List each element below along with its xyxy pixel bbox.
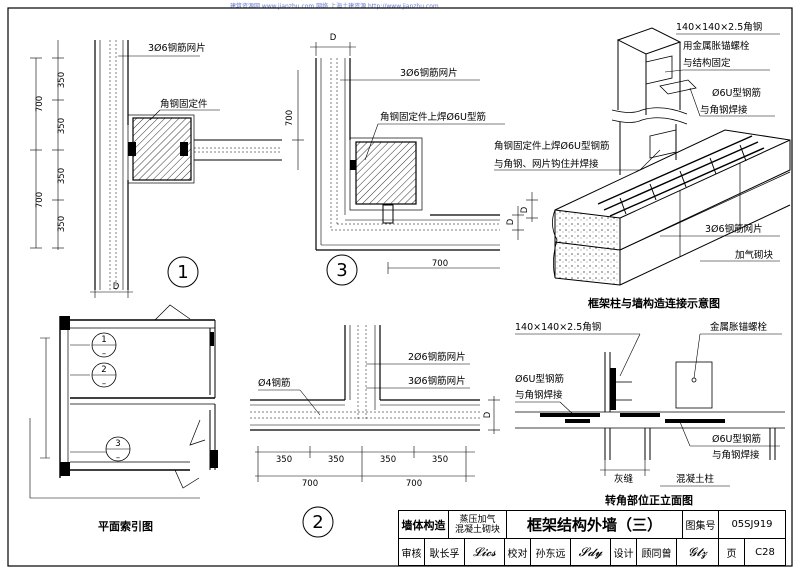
- iso-weld-label-2: 与角钢、网片钩住并焊接: [494, 158, 599, 170]
- d3-dim-700-v: 700: [285, 110, 295, 126]
- svg-text:–: –: [102, 379, 106, 389]
- plan-index: 1 – 2 – 3 – 平面索引图: [29, 304, 218, 533]
- iso-bolt-label-1: 用金属胀锚螺栓: [683, 40, 750, 52]
- d3-mesh-label: 3Ø6钢筋网片: [400, 67, 458, 79]
- iso-u-label-2: 与角钢焊接: [700, 104, 748, 116]
- d1-angle-fixer-label: 角钢固定件: [160, 98, 208, 110]
- d2-dim-350-a: 350: [276, 455, 292, 465]
- corner-bolt-label: 金属胀锚螺栓: [710, 321, 768, 333]
- d2-dim-350-b: 350: [328, 455, 344, 465]
- plan-ref-1: 1: [101, 335, 106, 345]
- d2-dim-700-a: 700: [302, 479, 318, 489]
- d1-dim-350-d: 350: [57, 216, 67, 232]
- tb-category: 墙体构造: [399, 511, 449, 539]
- watermark-text: 建筑资源网 www.jianzhu.com 网络 上海土建资源 http://w…: [230, 3, 439, 10]
- tb-material-1: 蒸压加气: [459, 514, 496, 525]
- svg-text:–: –: [102, 349, 106, 359]
- iso-weld-label-1: 角钢固定件上焊Ø6U型钢筋: [494, 140, 609, 152]
- iso-mesh-label: 3Ø6钢筋网片: [705, 223, 763, 235]
- detail-1: 350 350 350 350 700 700 D 3Ø6钢筋网片 角钢固定件 …: [30, 40, 282, 298]
- tb-atlas-label: 图集号: [683, 511, 719, 539]
- detail-1-number: 1: [177, 262, 188, 283]
- d1-mesh-label: 3Ø6钢筋网片: [148, 42, 206, 54]
- title-block: 墙体构造 蒸压加气 混凝土砌块 框架结构外墙（三） 图集号 05SJ919 审核…: [398, 510, 786, 566]
- plan-ref-2: 2: [101, 365, 106, 375]
- d1-dim-700-b: 700: [35, 192, 45, 208]
- tb-designer-signature: 𝓖𝓽𝔃: [677, 539, 719, 565]
- sheet-border: [7, 7, 793, 567]
- corner-col-label: 混凝土柱: [676, 473, 715, 485]
- tb-check-label: 校对: [505, 539, 531, 565]
- plan-ref-3: 3: [115, 439, 120, 449]
- iso-diagram: D 140×140×2.5角钢 用金属胀锚螺栓 与结构固定 Ø6U型钢筋 与角钢…: [494, 21, 791, 310]
- d1-dim-350-b: 350: [57, 118, 67, 134]
- d2-dim-350-d: 350: [432, 455, 448, 465]
- tb-checker-signature: 𝓢𝓭𝔂: [571, 539, 611, 565]
- corner-u2-label-a: Ø6U型钢筋: [712, 433, 761, 445]
- tb-checker: 孙东远: [531, 539, 571, 565]
- tb-material: 蒸压加气 混凝土砌块: [449, 511, 507, 539]
- tb-page-label: 页: [719, 539, 745, 565]
- plan-caption: 平面索引图: [98, 519, 153, 533]
- tb-reviewer-signature: 𝓛𝓲𝓬𝓼: [465, 539, 505, 565]
- corner-u1-label-a: Ø6U型钢筋: [515, 373, 564, 385]
- d2-mesh3-label: 3Ø6钢筋网片: [408, 375, 466, 387]
- iso-bolt-label-2: 与结构固定: [683, 57, 731, 69]
- d1-dim-d: D: [113, 282, 120, 292]
- corner-caption: 转角部位正立面图: [605, 493, 693, 507]
- tb-review-label: 审核: [399, 539, 425, 565]
- tb-design-label: 设计: [611, 539, 637, 565]
- corner-angle-label: 140×140×2.5角钢: [515, 321, 601, 333]
- svg-text:–: –: [116, 453, 120, 463]
- detail-2: 350 350 350 350 700 700 D 2Ø6钢筋网片 Ø4钢筋 3…: [250, 325, 500, 538]
- tb-designer: 顾同曾: [637, 539, 677, 565]
- d3-weld-label: 角钢固定件上焊Ø6U型筋: [380, 111, 486, 123]
- d1-dim-350-c: 350: [57, 168, 67, 184]
- corner-elevation: 140×140×2.5角钢 金属胀锚螺栓 Ø6U型钢筋 与角钢焊接 Ø6U型钢筋…: [515, 321, 785, 507]
- tb-page-no: C28: [755, 546, 775, 558]
- iso-block-label: 加气砌块: [735, 249, 774, 261]
- tb-reviewer: 耿长孚: [425, 539, 465, 565]
- d3-dim-d-right: D: [506, 218, 516, 225]
- d2-dim-350-c: 350: [380, 455, 396, 465]
- corner-u2-label-b: 与角钢焊接: [712, 449, 760, 461]
- corner-u1-label-b: 与角钢焊接: [515, 389, 563, 401]
- d2-mesh2-label: 2Ø6钢筋网片: [408, 351, 466, 363]
- iso-dim-d: D: [520, 206, 530, 213]
- d2-bar-label: Ø4钢筋: [258, 377, 291, 389]
- d2-dim-d: D: [483, 411, 493, 418]
- detail-3: D 700 700 D 3Ø6钢筋网片 角钢固定件上焊Ø6U型筋 3: [285, 33, 524, 286]
- iso-u-label-1: Ø6U型钢筋: [712, 87, 761, 99]
- tb-material-2: 混凝土砌块: [454, 524, 500, 535]
- d2-dim-700-b: 700: [406, 479, 422, 489]
- detail-3-number: 3: [336, 260, 347, 281]
- d3-dim-d-top: D: [330, 33, 337, 43]
- iso-caption: 框架柱与墙构造连接示意图: [588, 296, 720, 310]
- detail-2-number: 2: [312, 512, 323, 533]
- corner-ash-label: 灰缝: [614, 473, 634, 485]
- d1-dim-700-a: 700: [35, 96, 45, 112]
- d1-dim-350-a: 350: [57, 72, 67, 88]
- tb-atlas-no: 05SJ919: [719, 511, 785, 539]
- d3-dim-700-h: 700: [432, 259, 448, 269]
- iso-angle-label: 140×140×2.5角钢: [676, 21, 762, 33]
- tb-title: 框架结构外墙（三）: [507, 511, 683, 539]
